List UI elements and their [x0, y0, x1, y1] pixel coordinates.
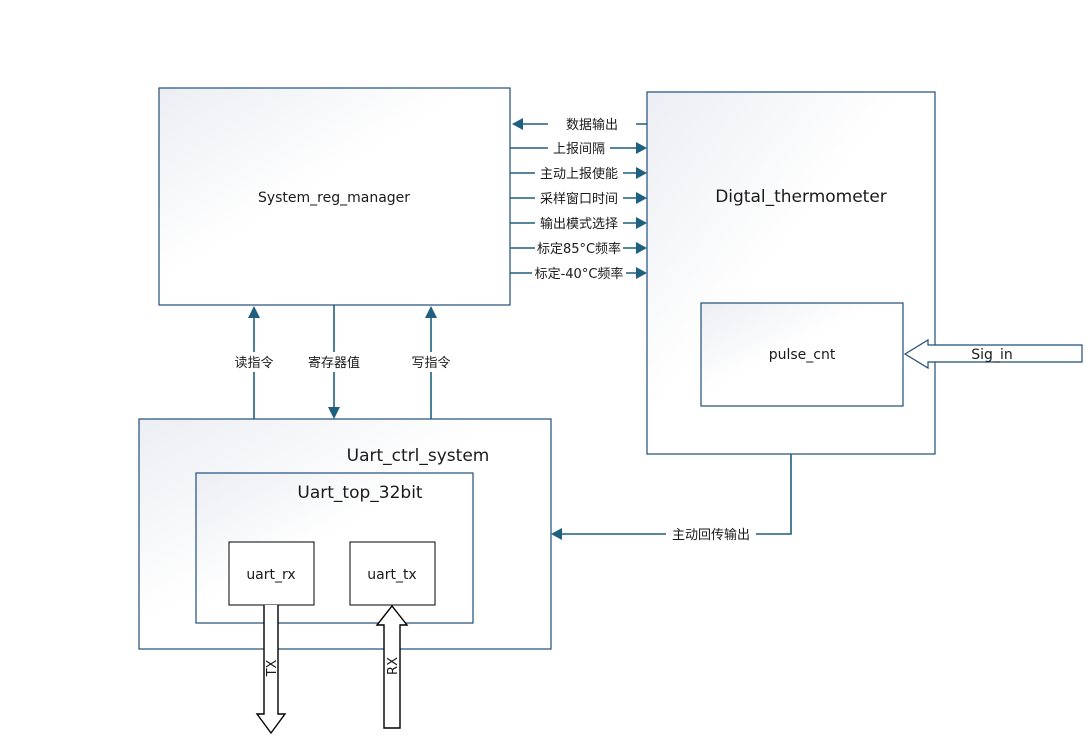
- signal-write-cmd: 写指令: [405, 306, 457, 419]
- signal-report-interval: 上报间隔: [510, 139, 647, 157]
- pulse-cnt-block: [700, 302, 904, 407]
- tx-arrow: TX: [255, 605, 287, 735]
- signal-auto-loopback-out: 主动回传输出: [551, 454, 792, 543]
- rx-label: RX: [386, 657, 401, 675]
- signal-auto-report-enable-label: 主动上报使能: [540, 166, 618, 182]
- uart-tx-title: uart_tx: [367, 567, 416, 583]
- signal-data-out: 数据输出: [512, 115, 647, 133]
- rx-arrow: RX: [375, 604, 409, 729]
- digital-thermometer-title: Digtal_thermometer: [715, 187, 887, 207]
- uart-rx-block: [228, 541, 315, 606]
- uart-top-32bit-title: Uart_top_32bit: [297, 483, 423, 503]
- signal-output-mode-select-label: 输出模式选择: [540, 216, 618, 232]
- signal-sample-window-time: 采样窗口时间: [510, 189, 647, 207]
- sig-in-label: Sig_in: [971, 347, 1012, 363]
- signal-auto-report-enable: 主动上报使能: [510, 164, 647, 182]
- system-reg-manager-title: System_reg_manager: [258, 190, 410, 206]
- signal-calib-minus40c-freq-label: 标定-40°C频率: [535, 266, 624, 282]
- signal-report-interval-label: 上报间隔: [553, 142, 605, 157]
- signal-read-cmd: 读指令: [228, 306, 280, 419]
- uart-tx-block: [349, 541, 436, 606]
- pulse-cnt-title: pulse_cnt: [769, 347, 836, 363]
- signal-sample-window-time-label: 采样窗口时间: [540, 191, 618, 207]
- signal-auto-loopback-out-label: 主动回传输出: [672, 527, 750, 543]
- signal-data-out-label: 数据输出: [566, 117, 618, 133]
- signal-write-cmd-label: 写指令: [411, 356, 450, 371]
- system-reg-manager-block: [158, 87, 511, 306]
- signal-calib-85c-freq-label: 标定85°C频率: [537, 241, 621, 257]
- tx-label: TX: [265, 659, 280, 677]
- signal-read-cmd-label: 读指令: [234, 356, 273, 371]
- signal-reg-value-label: 寄存器值: [308, 355, 360, 371]
- signal-reg-value: 寄存器值: [300, 305, 368, 419]
- signal-calib-minus40c-freq: 标定-40°C频率: [510, 264, 647, 282]
- uart-rx-title: uart_rx: [246, 567, 295, 583]
- sig-in-arrow: [903, 338, 1083, 370]
- uart-ctrl-system-title: Uart_ctrl_system: [347, 446, 490, 466]
- signal-calib-85c-freq: 标定85°C频率: [510, 239, 647, 257]
- signal-output-mode-select: 输出模式选择: [510, 214, 647, 232]
